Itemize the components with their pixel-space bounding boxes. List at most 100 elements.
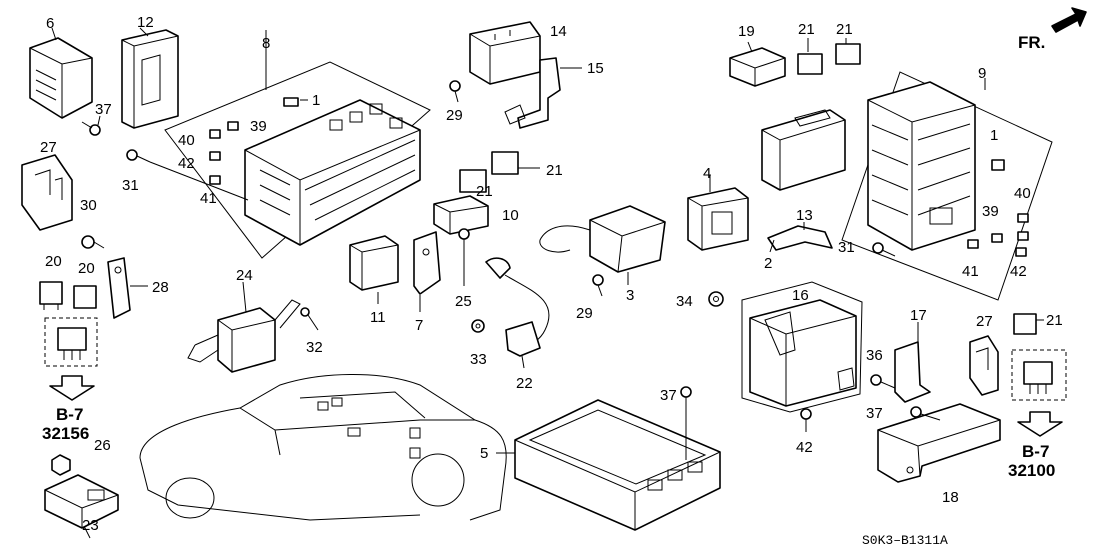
part-10-relay <box>433 195 489 235</box>
drawing-code: S0K3–B1311A <box>862 533 948 548</box>
callout-21d: 21 <box>836 21 853 38</box>
callout-1b: 1 <box>990 127 998 144</box>
part-36-bolt-b <box>680 386 692 460</box>
part-29-bolt-a <box>449 80 461 103</box>
callout-35: 36 <box>866 347 883 364</box>
callout-3: 3 <box>626 287 634 304</box>
vehicle-outline <box>139 374 507 521</box>
callout-10: 10 <box>502 207 519 224</box>
callout-27b: 27 <box>976 313 993 330</box>
part-16-control-unit <box>741 281 863 413</box>
callout-29a: 29 <box>446 107 463 124</box>
callout-1a: 1 <box>312 92 320 109</box>
reference-left-number: 32156 <box>42 424 89 443</box>
callout-6: 6 <box>46 15 54 32</box>
callout-11: 11 <box>370 309 386 326</box>
part-29-bolt-b <box>592 274 604 297</box>
part-8-small-parts <box>209 97 308 185</box>
callout-24: 24 <box>236 267 253 284</box>
callout-29b: 29 <box>576 305 593 322</box>
callout-21c: 21 <box>798 21 815 38</box>
part-36-bolt-a <box>81 115 101 136</box>
callout-2: 2 <box>764 255 772 272</box>
reference-arrow-left <box>49 375 95 401</box>
part-25-bolt <box>458 228 470 286</box>
callout-labels: 6 12 8 37 1 40 39 42 41 27 31 30 20 20 2… <box>40 14 1063 534</box>
callout-39: 41 <box>200 190 217 207</box>
callout-34: 34 <box>676 293 693 310</box>
callout-5: 5 <box>480 445 488 462</box>
part-5-ecu <box>496 399 721 531</box>
callout-23: 23 <box>82 517 99 534</box>
callout-41a: 42 <box>178 155 195 172</box>
reference-arrow-right <box>1017 411 1063 437</box>
callout-36c: 37 <box>866 405 883 422</box>
callout-21b: 21 <box>476 183 493 200</box>
part-13-module <box>761 109 846 191</box>
callout-22: 22 <box>516 375 533 392</box>
part-22-harness <box>485 257 550 369</box>
callout-31b: 31 <box>838 239 855 256</box>
callout-8: 8 <box>262 35 270 52</box>
callout-37a: 39 <box>250 118 267 135</box>
part-33-grommet <box>471 319 485 333</box>
callout-21e: 21 <box>1046 312 1063 329</box>
callout-12: 12 <box>137 14 154 31</box>
callout-18: 18 <box>942 489 959 506</box>
callout-30: 30 <box>80 197 97 214</box>
callout-25: 25 <box>455 293 472 310</box>
callout-33: 33 <box>470 351 487 368</box>
part-42-bolt <box>800 408 812 432</box>
reference-left-page: B-7 <box>56 405 83 424</box>
callout-38b: 40 <box>1014 185 1031 202</box>
part-9-fuse-box <box>841 71 1053 301</box>
callout-36a: 37 <box>95 101 112 118</box>
part-24-unit <box>187 281 301 373</box>
callout-21a: 21 <box>546 162 563 179</box>
callout-41b: 42 <box>1010 263 1027 280</box>
callout-4: 4 <box>703 165 711 182</box>
part-14-relay <box>469 21 541 85</box>
reference-right: B-7 32100 <box>1008 442 1055 480</box>
callout-42: 42 <box>796 439 813 456</box>
callout-17: 17 <box>910 307 927 324</box>
part-20-socket-box <box>44 317 98 367</box>
callout-15: 15 <box>587 60 604 77</box>
part-17-bracket <box>894 322 931 403</box>
part-27-bracket-b <box>969 335 999 396</box>
part-21-socket-box <box>1011 349 1067 401</box>
callout-13: 13 <box>796 207 813 224</box>
part-18-bracket <box>877 403 1001 483</box>
callout-7: 7 <box>415 317 423 334</box>
callout-19: 19 <box>738 23 755 40</box>
callout-28: 28 <box>152 279 169 296</box>
callout-9: 9 <box>978 65 986 82</box>
reference-right-number: 32100 <box>1008 461 1055 480</box>
part-7-bracket <box>413 231 441 312</box>
callout-40: 41 <box>962 263 979 280</box>
part-9-small-parts <box>967 159 1029 257</box>
part-3-unit <box>539 205 666 285</box>
callout-14: 14 <box>550 23 567 40</box>
reference-right-page: B-7 <box>1022 442 1049 461</box>
part-31-bolt-a <box>126 149 249 201</box>
part-36-bolt-c <box>910 406 941 421</box>
part-19-connector <box>729 41 786 87</box>
part-23-unit <box>44 474 119 539</box>
front-direction-arrow <box>1051 7 1087 33</box>
part-30-bolt <box>81 235 105 249</box>
part-20-relays <box>39 281 97 310</box>
part-15-bracket <box>504 57 582 129</box>
part-4-box <box>687 175 749 251</box>
callout-31a: 31 <box>122 177 139 194</box>
part-27-bracket-a <box>21 154 73 231</box>
callout-38a: 40 <box>178 132 195 149</box>
part-2-bracket <box>767 222 833 253</box>
part-12-control-unit <box>121 27 179 129</box>
part-31-bolt-b <box>872 242 896 257</box>
front-direction-label: FR. <box>1018 33 1045 52</box>
part-6-module <box>29 27 93 119</box>
callout-27a: 27 <box>40 139 57 156</box>
part-28-bracket <box>107 257 148 319</box>
